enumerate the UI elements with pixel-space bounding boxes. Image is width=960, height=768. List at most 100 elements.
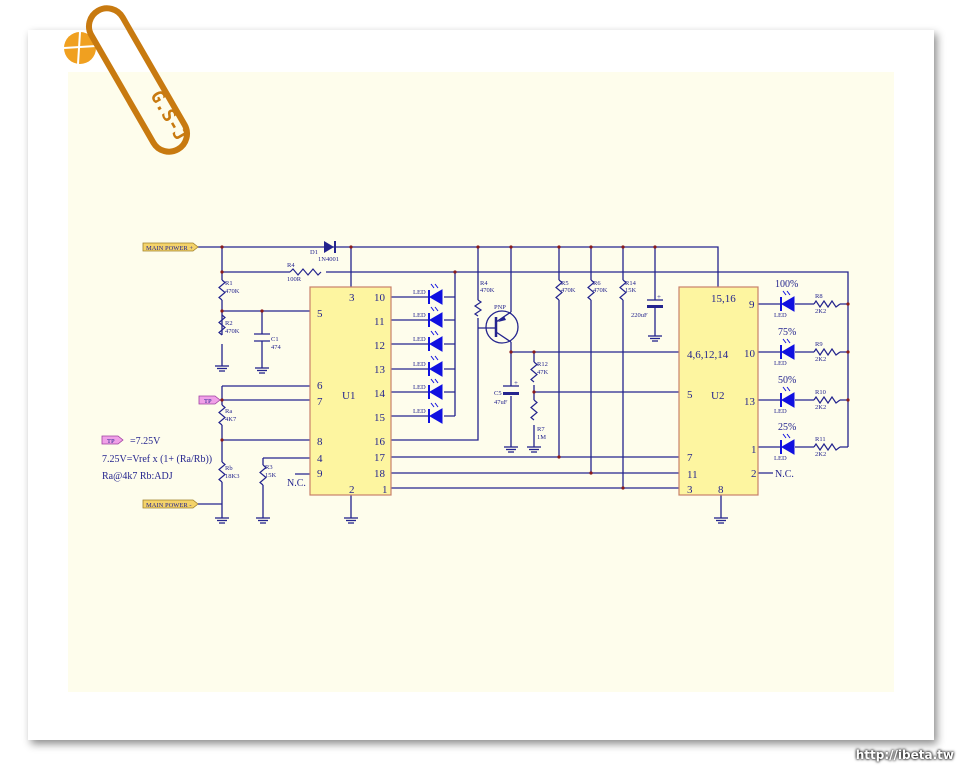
- svg-text:R12: R12: [537, 361, 548, 368]
- svg-text:R11: R11: [815, 436, 826, 443]
- nc-label-u1: N.C.: [287, 478, 306, 489]
- svg-text:10: 10: [374, 292, 386, 304]
- svg-text:5: 5: [687, 389, 693, 401]
- svg-text:100%: 100%: [775, 279, 798, 290]
- resistor-R7: [530, 399, 538, 421]
- resistor-R5: [555, 279, 563, 301]
- svg-text:47uF: 47uF: [494, 399, 508, 406]
- svg-text:17: 17: [374, 452, 386, 464]
- svg-text:U2: U2: [711, 390, 724, 402]
- svg-text:+: +: [657, 293, 661, 301]
- svg-text:18: 18: [374, 468, 386, 480]
- resistors-R8-R11: [813, 299, 841, 452]
- svg-text:4,6,12,14: 4,6,12,14: [687, 349, 729, 361]
- port-main-power-minus: MAIN POWER -: [142, 499, 222, 509]
- svg-text:25%: 25%: [778, 422, 796, 433]
- svg-text:LED: LED: [413, 384, 426, 391]
- svg-text:LED: LED: [774, 360, 787, 367]
- resistor-R6: [587, 279, 595, 301]
- svg-text:MAIN POWER -: MAIN POWER -: [146, 502, 192, 509]
- svg-text:470K: 470K: [225, 328, 240, 335]
- resistor-R3: [259, 464, 267, 486]
- svg-text:2K2: 2K2: [815, 404, 826, 411]
- svg-text:7: 7: [687, 452, 693, 464]
- port-tp-note: TP: [101, 435, 124, 445]
- svg-text:+: +: [514, 379, 518, 387]
- svg-text:TP: TP: [107, 438, 115, 445]
- svg-text:LED: LED: [413, 312, 426, 319]
- svg-text:R1: R1: [225, 280, 233, 287]
- capacitors: + +: [254, 293, 663, 395]
- ground-symbols: [214, 329, 729, 524]
- svg-text:9: 9: [317, 468, 323, 480]
- svg-text:R4: R4: [480, 280, 488, 287]
- svg-text:15K: 15K: [625, 287, 637, 294]
- svg-text:15: 15: [374, 412, 386, 424]
- resistor-R12: [530, 361, 538, 383]
- svg-text:R3: R3: [265, 464, 273, 471]
- note-line1: =7.25V: [130, 436, 161, 447]
- svg-text:11: 11: [687, 469, 698, 481]
- svg-text:15K: 15K: [265, 472, 277, 479]
- svg-text:470K: 470K: [225, 288, 240, 295]
- junction-dots: [220, 245, 850, 490]
- port-main-power-plus: MAIN POWER +: [142, 242, 199, 252]
- resistor-R2: [218, 314, 226, 336]
- svg-text:R5: R5: [561, 280, 569, 287]
- svg-text:13: 13: [744, 396, 756, 408]
- svg-text:1M: 1M: [537, 434, 546, 441]
- svg-text:U1: U1: [342, 390, 355, 402]
- svg-text:7: 7: [317, 396, 323, 408]
- nc-label-u2: N.C.: [775, 469, 794, 480]
- svg-text:LED: LED: [413, 336, 426, 343]
- svg-text:2: 2: [751, 468, 757, 480]
- ic-U1: [309, 286, 392, 496]
- svg-text:2K2: 2K2: [815, 308, 826, 315]
- svg-text:C5: C5: [494, 390, 502, 397]
- svg-text:TP: TP: [204, 398, 212, 405]
- svg-text:R2: R2: [225, 320, 233, 327]
- svg-text:470K: 470K: [593, 287, 608, 294]
- svg-text:16: 16: [374, 436, 386, 448]
- svg-text:2K2: 2K2: [815, 451, 826, 458]
- svg-text:LED: LED: [774, 455, 787, 462]
- diode-D1: [324, 241, 336, 253]
- svg-text:470K: 470K: [480, 287, 495, 294]
- svg-text:1: 1: [382, 484, 388, 496]
- svg-text:4: 4: [317, 453, 323, 465]
- svg-text:3: 3: [349, 292, 355, 304]
- svg-text:LED: LED: [774, 312, 787, 319]
- capacitor-C1: [254, 333, 270, 342]
- svg-text:Ra: Ra: [225, 408, 232, 415]
- note-line2: 7.25V=Vref x (1+ (Ra/Rb)): [102, 454, 212, 465]
- resistor-R4-100R: [289, 268, 322, 276]
- svg-text:50%: 50%: [778, 375, 796, 386]
- svg-text:Rb: Rb: [225, 465, 233, 472]
- svg-text:10: 10: [744, 348, 756, 360]
- svg-text:LED: LED: [774, 408, 787, 415]
- svg-text:470K: 470K: [561, 287, 576, 294]
- watermark: http://ibeta.tw: [855, 748, 954, 762]
- svg-text:2: 2: [349, 484, 355, 496]
- resistor-R1: [218, 279, 226, 301]
- capacitor-220uF: [647, 305, 663, 308]
- resistor-R14: [619, 279, 627, 301]
- svg-text:LED: LED: [413, 408, 426, 415]
- resistor-Ra: [218, 404, 226, 426]
- svg-text:220uF: 220uF: [631, 312, 648, 319]
- svg-text:18K3: 18K3: [225, 473, 239, 480]
- leds-u1: [428, 283, 443, 424]
- resistors: [218, 268, 841, 486]
- svg-text:11: 11: [374, 316, 385, 328]
- note-line3: Ra@4k7 Rb:ADJ: [102, 471, 173, 482]
- svg-text:5: 5: [317, 308, 323, 320]
- svg-text:9: 9: [749, 299, 755, 311]
- wires: [198, 246, 849, 512]
- svg-text:13: 13: [374, 364, 386, 376]
- svg-text:100R: 100R: [287, 276, 302, 283]
